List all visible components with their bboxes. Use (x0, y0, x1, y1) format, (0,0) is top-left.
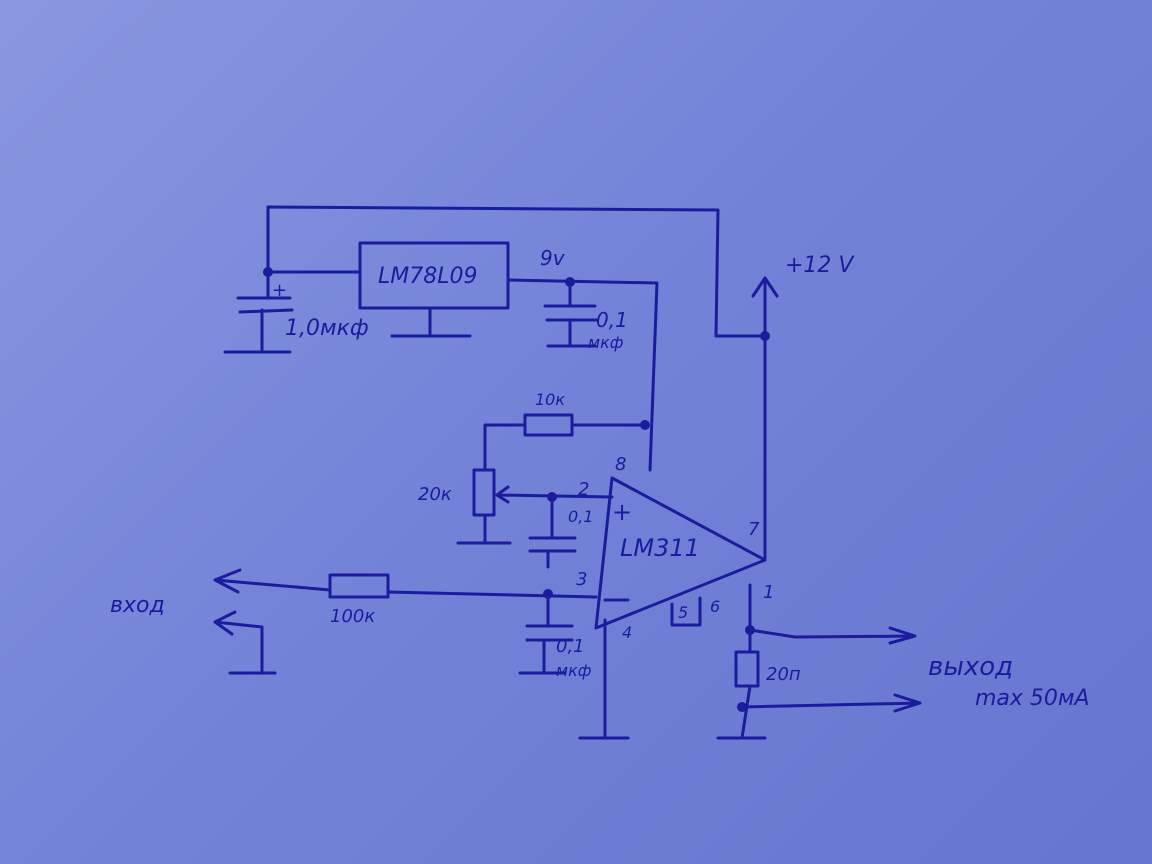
supply-label: +12 V (785, 253, 855, 278)
r-100k-label: 100к (330, 606, 375, 627)
output-note: max 50мА (975, 686, 1090, 711)
c1-plus: + (272, 280, 287, 301)
comparator-plus: + (612, 498, 632, 526)
c4-value: 0,1 (556, 636, 585, 657)
voltage-9v-label: 9v (540, 246, 566, 270)
output-arrow-1 (748, 626, 917, 645)
regulator-box (358, 241, 510, 310)
capacitor-c3 (528, 495, 577, 569)
potentiometer-20k (472, 468, 496, 517)
r-load-label: 20п (766, 664, 801, 685)
resistor-10k (523, 413, 574, 437)
pins-5-6-link (670, 596, 702, 627)
wire-9v (506, 278, 659, 472)
r-10k-label: 10к (535, 390, 565, 409)
pot-wiper (456, 485, 614, 545)
resistor-load (734, 650, 760, 688)
pot-label: 20к (418, 484, 452, 505)
capacitor-c2 (543, 280, 599, 348)
junction (760, 331, 770, 341)
input-ground-arrow (213, 610, 277, 675)
pin-3: 3 (576, 569, 587, 590)
wire-plus12 (751, 276, 779, 562)
junction (640, 420, 650, 430)
output-arrow-2 (740, 693, 922, 713)
c4-unit: мкф (556, 661, 591, 680)
capacitor-c1 (223, 270, 294, 354)
pin-7: 7 (748, 519, 760, 540)
c3-label: 0,1 (568, 507, 593, 526)
regulator-label: LM78L09 (378, 264, 477, 289)
pin-1: 1 (763, 582, 774, 603)
comparator-triangle (594, 476, 767, 630)
c1-label: 1,0мкф (285, 316, 369, 341)
input-label: вход (110, 593, 165, 618)
c2-value: 0,1 (596, 308, 628, 332)
capacitor-c4 (518, 592, 574, 675)
wire-top-loop (266, 205, 767, 338)
pin-5: 5 (678, 603, 688, 622)
pin-6: 6 (710, 597, 720, 616)
comparator-label: LM311 (620, 534, 700, 562)
pin-8: 8 (615, 454, 626, 475)
pin-2: 2 (578, 479, 589, 500)
c2-unit: мкф (588, 333, 623, 352)
reg-ground (390, 306, 472, 338)
output-label: выход (928, 652, 1013, 682)
pin4-ground (578, 618, 630, 740)
resistor-100k (328, 573, 390, 599)
pin-4: 4 (622, 623, 632, 642)
wire-10k (483, 423, 647, 472)
wire-input (213, 568, 598, 599)
wire-output (716, 583, 767, 740)
